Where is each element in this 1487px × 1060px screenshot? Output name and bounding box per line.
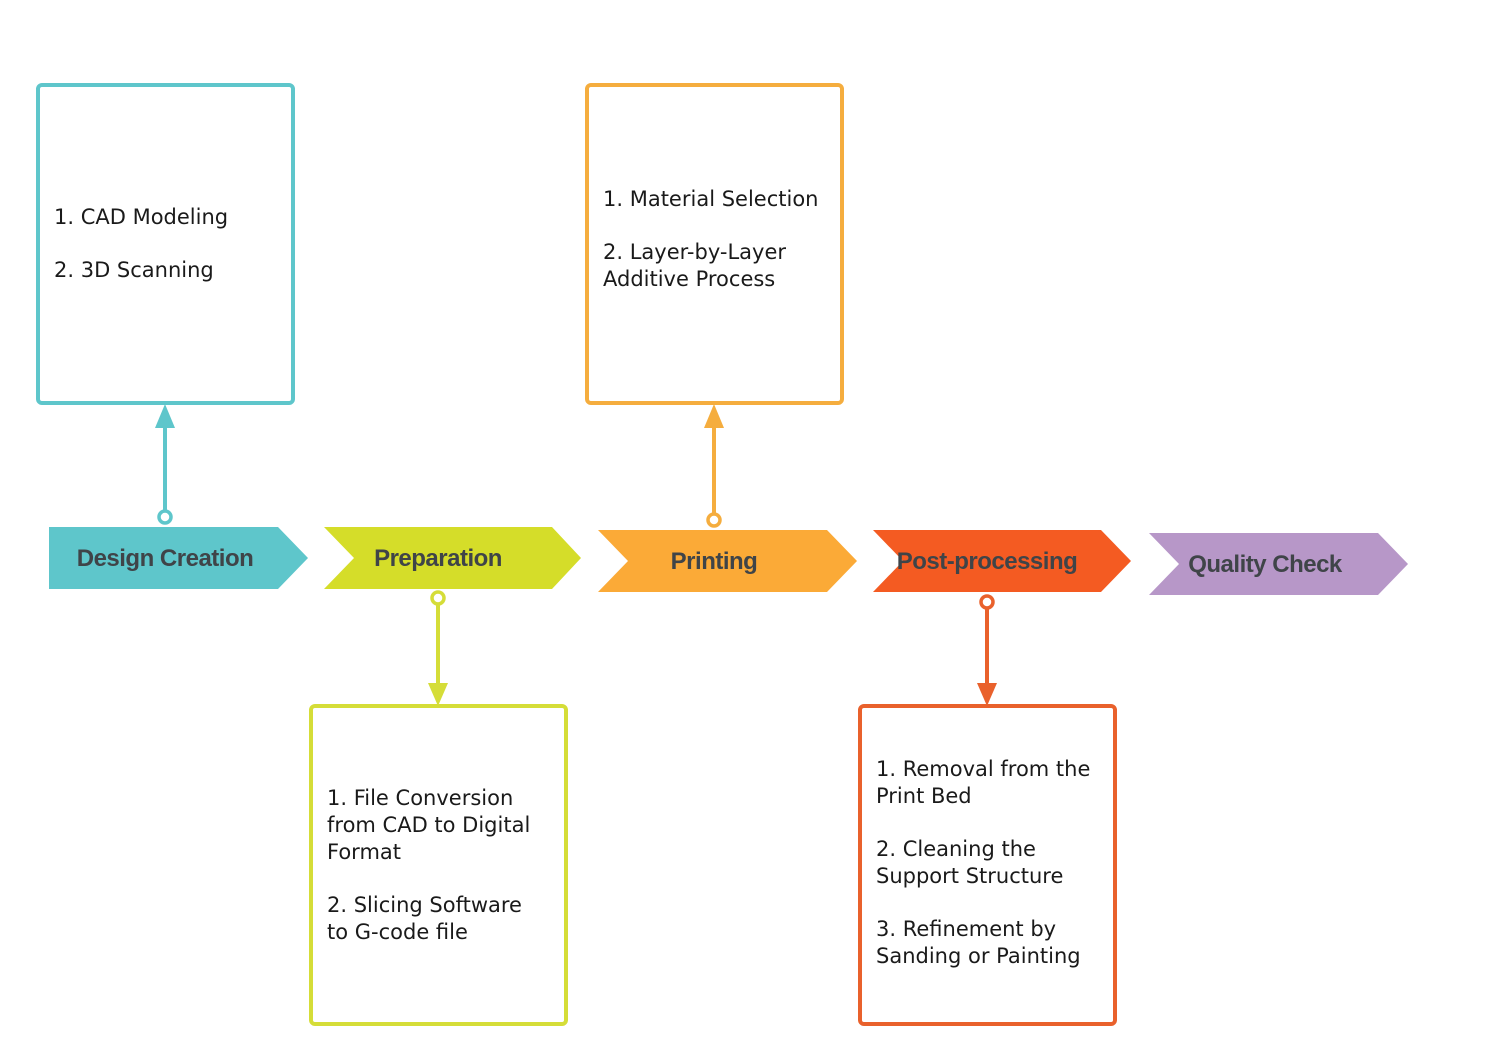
design-step-1: 1. CAD Modeling <box>54 205 229 229</box>
stage-post-processing-arrow <box>873 530 1131 592</box>
stage-preparation-arrow <box>324 527 581 589</box>
preparation-step-2: 2. Slicing Software to G-code file <box>327 892 522 944</box>
post-processing-step-1: 1. Removal from the Print Bed <box>876 757 1091 808</box>
connector-design <box>155 404 175 525</box>
preparation-step-1: 1. File Conversion from CAD to Digital F… <box>327 785 531 864</box>
stage-preparation-label: Preparation <box>374 545 502 572</box>
stage-printing-label: Printing <box>671 548 758 575</box>
stage-design-creation-arrow <box>49 527 308 589</box>
printing-step-2: 2. Layer-by-Layer Additive Process <box>603 240 787 291</box>
printing-details-box: 1. Material Selection 2. Layer-by-Layer … <box>585 83 844 405</box>
design-creation-details-box: 1. CAD Modeling 2. 3D Scanning <box>36 83 295 405</box>
printing-step-1: 1. Material Selection <box>603 187 819 211</box>
post-processing-step-2: 2. Cleaning the Support Structure <box>876 837 1064 888</box>
design-step-2: 2. 3D Scanning <box>54 258 214 282</box>
connector-preparation <box>428 590 448 706</box>
connector-printing <box>704 404 724 528</box>
stage-printing-arrow <box>598 530 857 592</box>
post-processing-step-3: 3. Refinement by Sanding or Painting <box>876 917 1081 968</box>
connector-post-processing <box>977 594 997 706</box>
stage-quality-check-arrow <box>1149 533 1408 595</box>
preparation-details-box: 1. File Conversion from CAD to Digital F… <box>309 704 568 1026</box>
stage-quality-check-label: Quality Check <box>1188 551 1343 578</box>
stage-post-processing-label: Post-processing <box>897 548 1078 575</box>
stage-design-creation-label: Design Creation <box>77 545 254 572</box>
post-processing-details-box: 1. Removal from the Print Bed 2. Cleanin… <box>858 704 1117 1026</box>
